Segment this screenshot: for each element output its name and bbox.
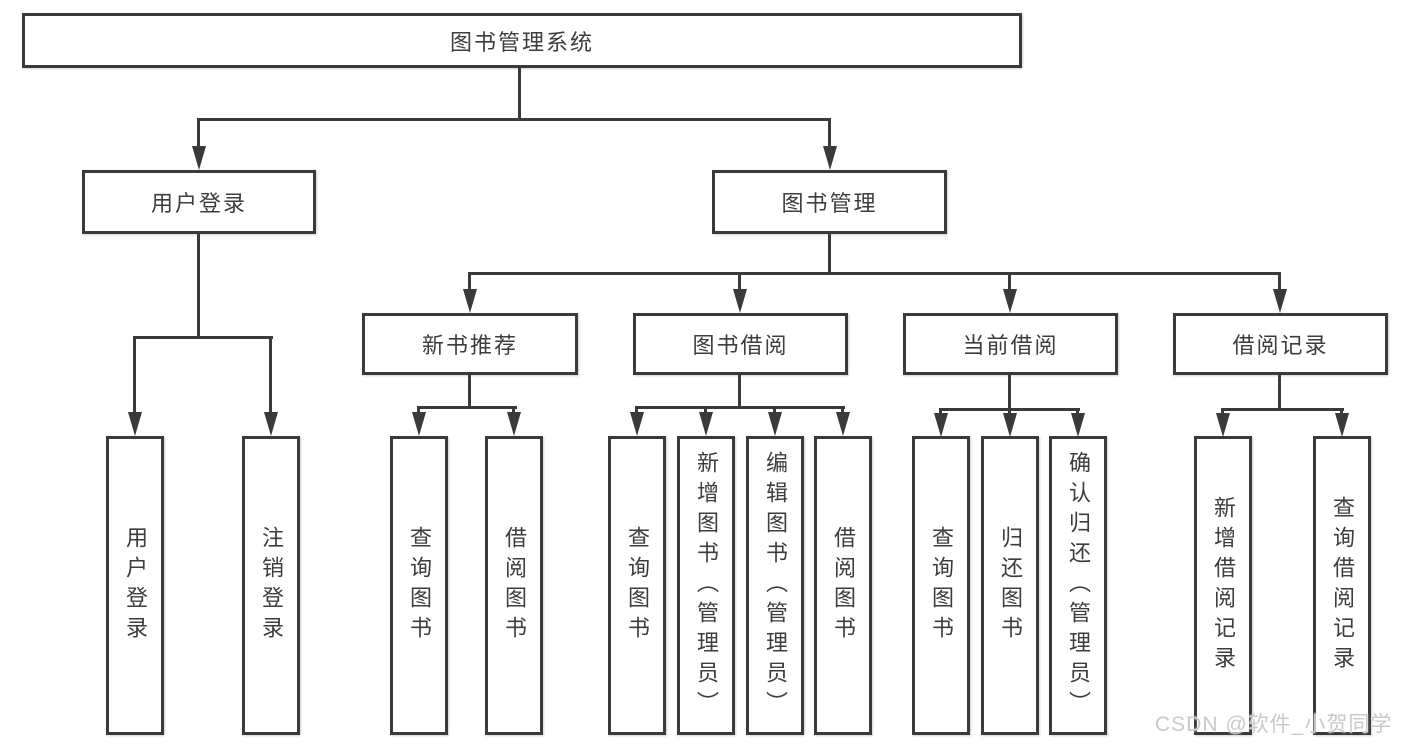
leaf-return-book-label: 归还图书: [998, 525, 1023, 646]
node-book-management-label: 图书管理: [781, 191, 878, 216]
connector-line: [512, 406, 515, 415]
connector-line: [841, 406, 844, 415]
arrow-down-icon: [733, 289, 747, 313]
arrow-down-icon: [823, 146, 837, 170]
leaf-query-books-2-label: 查询图书: [625, 525, 650, 646]
connector-line: [133, 336, 273, 339]
arrow-down-icon: [463, 289, 477, 313]
arrow-down-icon: [768, 412, 782, 436]
connector-line: [197, 118, 200, 151]
leaf-logout: 注销登录: [242, 436, 300, 735]
leaf-confirm-return-admin: 确认归还（管理员）: [1049, 436, 1107, 735]
connector-line: [468, 272, 1281, 275]
leaf-query-borrow-record-label: 查询借阅记录: [1330, 495, 1355, 676]
connector-line: [1008, 272, 1011, 291]
node-new-book-recommend: 新书推荐: [362, 313, 578, 375]
arrow-down-icon: [128, 412, 142, 436]
arrow-down-icon: [1335, 413, 1349, 437]
node-root: 图书管理系统: [22, 13, 1022, 68]
leaf-add-borrow-record: 新增借阅记录: [1194, 436, 1252, 735]
connector-line: [635, 406, 845, 409]
leaf-return-book: 归还图书: [981, 436, 1039, 735]
arrow-down-icon: [699, 412, 713, 436]
connector-line: [197, 118, 831, 121]
leaf-user-login: 用户登录: [106, 436, 164, 735]
node-current-borrow: 当前借阅: [903, 313, 1118, 375]
connector-line: [1221, 408, 1344, 411]
node-current-borrow-label: 当前借阅: [962, 333, 1059, 358]
leaf-query-books-1: 查询图书: [390, 436, 448, 735]
leaf-edit-book-admin: 编辑图书（管理员）: [746, 436, 804, 735]
connector-line: [635, 406, 638, 415]
arrow-down-icon: [630, 412, 644, 436]
node-user-login-label: 用户登录: [150, 191, 247, 216]
leaf-confirm-return-admin-label: 确认归还（管理员）: [1066, 450, 1091, 721]
leaf-borrow-books-2-label: 借阅图书: [831, 525, 856, 646]
arrow-down-icon: [507, 412, 521, 436]
arrow-down-icon: [836, 412, 850, 436]
connector-line: [1278, 272, 1281, 291]
connector-line: [518, 68, 521, 118]
connector-line: [828, 118, 831, 151]
node-borrow-records: 借阅记录: [1173, 313, 1388, 375]
connector-line: [1076, 408, 1079, 416]
connector-line: [468, 272, 471, 291]
arrow-down-icon: [1216, 413, 1230, 437]
leaf-add-book-admin: 新增图书（管理员）: [677, 436, 735, 735]
arrow-down-icon: [934, 413, 948, 437]
node-borrow-records-label: 借阅记录: [1232, 333, 1329, 358]
leaf-add-book-admin-label: 新增图书（管理员）: [694, 450, 719, 721]
leaf-borrow-books-2: 借阅图书: [814, 436, 872, 735]
node-root-label: 图书管理系统: [449, 29, 594, 55]
arrow-down-icon: [412, 412, 426, 436]
connector-line: [773, 406, 776, 415]
connector-line: [1340, 408, 1343, 416]
arrow-down-icon: [1003, 413, 1017, 437]
node-user-login: 用户登录: [82, 170, 316, 234]
connector-line: [269, 336, 272, 414]
leaf-logout-label: 注销登录: [259, 525, 284, 646]
connector-line: [133, 336, 136, 414]
arrow-down-icon: [264, 412, 278, 436]
arrow-down-icon: [192, 146, 206, 170]
node-new-book-recommend-label: 新书推荐: [421, 333, 518, 358]
connector-line: [468, 375, 471, 406]
leaf-add-borrow-record-label: 新增借阅记录: [1211, 495, 1236, 676]
leaf-query-books-3: 查询图书: [912, 436, 970, 735]
connector-line: [1278, 375, 1281, 408]
connector-line: [417, 406, 420, 415]
leaf-query-books-1-label: 查询图书: [407, 525, 432, 646]
connector-line: [1008, 408, 1011, 416]
connector-line: [704, 406, 707, 415]
arrow-down-icon: [1071, 413, 1085, 437]
node-book-management: 图书管理: [712, 170, 947, 234]
connector-line: [828, 234, 831, 272]
connector-line: [197, 234, 200, 336]
connector-line: [939, 408, 942, 416]
connector-line: [738, 272, 741, 291]
connector-line: [738, 375, 741, 406]
node-book-borrow-label: 图书借阅: [692, 333, 789, 358]
leaf-borrow-books-1: 借阅图书: [485, 436, 543, 735]
node-book-borrow: 图书借阅: [633, 313, 848, 375]
leaf-borrow-books-1-label: 借阅图书: [502, 525, 527, 646]
leaf-edit-book-admin-label: 编辑图书（管理员）: [763, 450, 788, 721]
arrow-down-icon: [1003, 289, 1017, 313]
leaf-query-borrow-record: 查询借阅记录: [1313, 436, 1371, 735]
connector-line: [1221, 408, 1224, 416]
leaf-user-login-label: 用户登录: [123, 525, 148, 646]
watermark: CSDN @软件_小贺同学: [1155, 713, 1393, 736]
leaf-query-books-2: 查询图书: [608, 436, 666, 735]
leaf-query-books-3-label: 查询图书: [929, 525, 954, 646]
arrow-down-icon: [1273, 289, 1287, 313]
connector-line: [1008, 375, 1011, 408]
connector-line: [417, 406, 517, 409]
